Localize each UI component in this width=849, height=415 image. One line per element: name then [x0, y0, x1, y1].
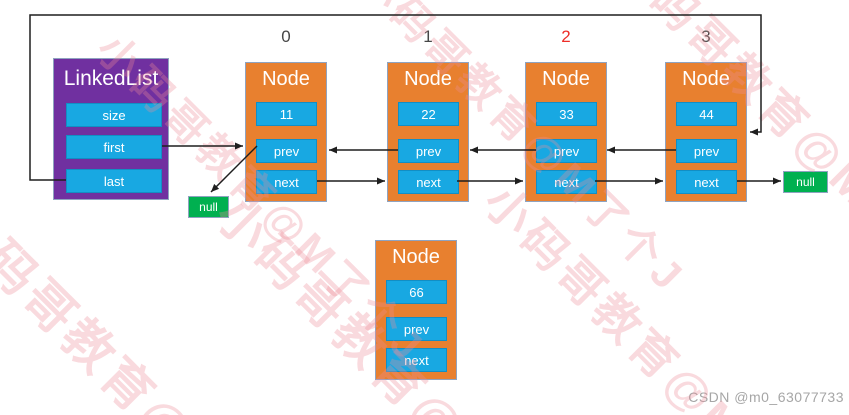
null-box-head-prev: null	[188, 196, 229, 218]
node-prev-field: prev	[386, 317, 447, 341]
node-box-0: Node 11 prev next	[245, 62, 327, 202]
node-box-detached: Node 66 prev next	[375, 240, 457, 380]
linkedlist-field-last: last	[66, 169, 162, 193]
node-prev-field: prev	[676, 139, 737, 163]
linkedlist-title: LinkedList	[63, 67, 159, 90]
index-label-1: 1	[423, 27, 433, 46]
node-next-field: next	[256, 170, 317, 194]
node-box-1: Node 22 prev next	[387, 62, 469, 202]
index-label-0: 0	[281, 27, 291, 46]
node-title: Node	[542, 68, 590, 90]
node-box-3: Node 44 prev next	[665, 62, 747, 202]
node-title: Node	[404, 68, 452, 90]
node-box-2: Node 33 prev next	[525, 62, 607, 202]
node-value: 22	[398, 102, 459, 126]
node-title: Node	[682, 68, 730, 90]
csdn-credit: CSDN @m0_63077733	[688, 389, 844, 405]
node-next-field: next	[398, 170, 459, 194]
node-prev-field: prev	[398, 139, 459, 163]
node-next-field: next	[386, 348, 447, 372]
index-label-2-highlighted: 2	[561, 27, 571, 46]
index-label-3: 3	[701, 27, 711, 46]
watermark-text: 小码哥教育@M了个J	[0, 191, 340, 415]
linkedlist-field-first: first	[66, 135, 162, 159]
node-value: 66	[386, 280, 447, 304]
null-box-tail-next: null	[783, 171, 828, 193]
watermark-text: 小码哥教育@M了个J	[474, 175, 849, 415]
node-prev-field: prev	[256, 139, 317, 163]
node-title: Node	[392, 246, 440, 268]
linkedlist-field-size: size	[66, 103, 162, 127]
linkedlist-box: LinkedList size first last	[53, 58, 169, 200]
node-value: 11	[256, 102, 317, 126]
node-value: 44	[676, 102, 737, 126]
node-next-field: next	[536, 170, 597, 194]
node-next-field: next	[676, 170, 737, 194]
node-title: Node	[262, 68, 310, 90]
node-prev-field: prev	[536, 139, 597, 163]
node-value: 33	[536, 102, 597, 126]
